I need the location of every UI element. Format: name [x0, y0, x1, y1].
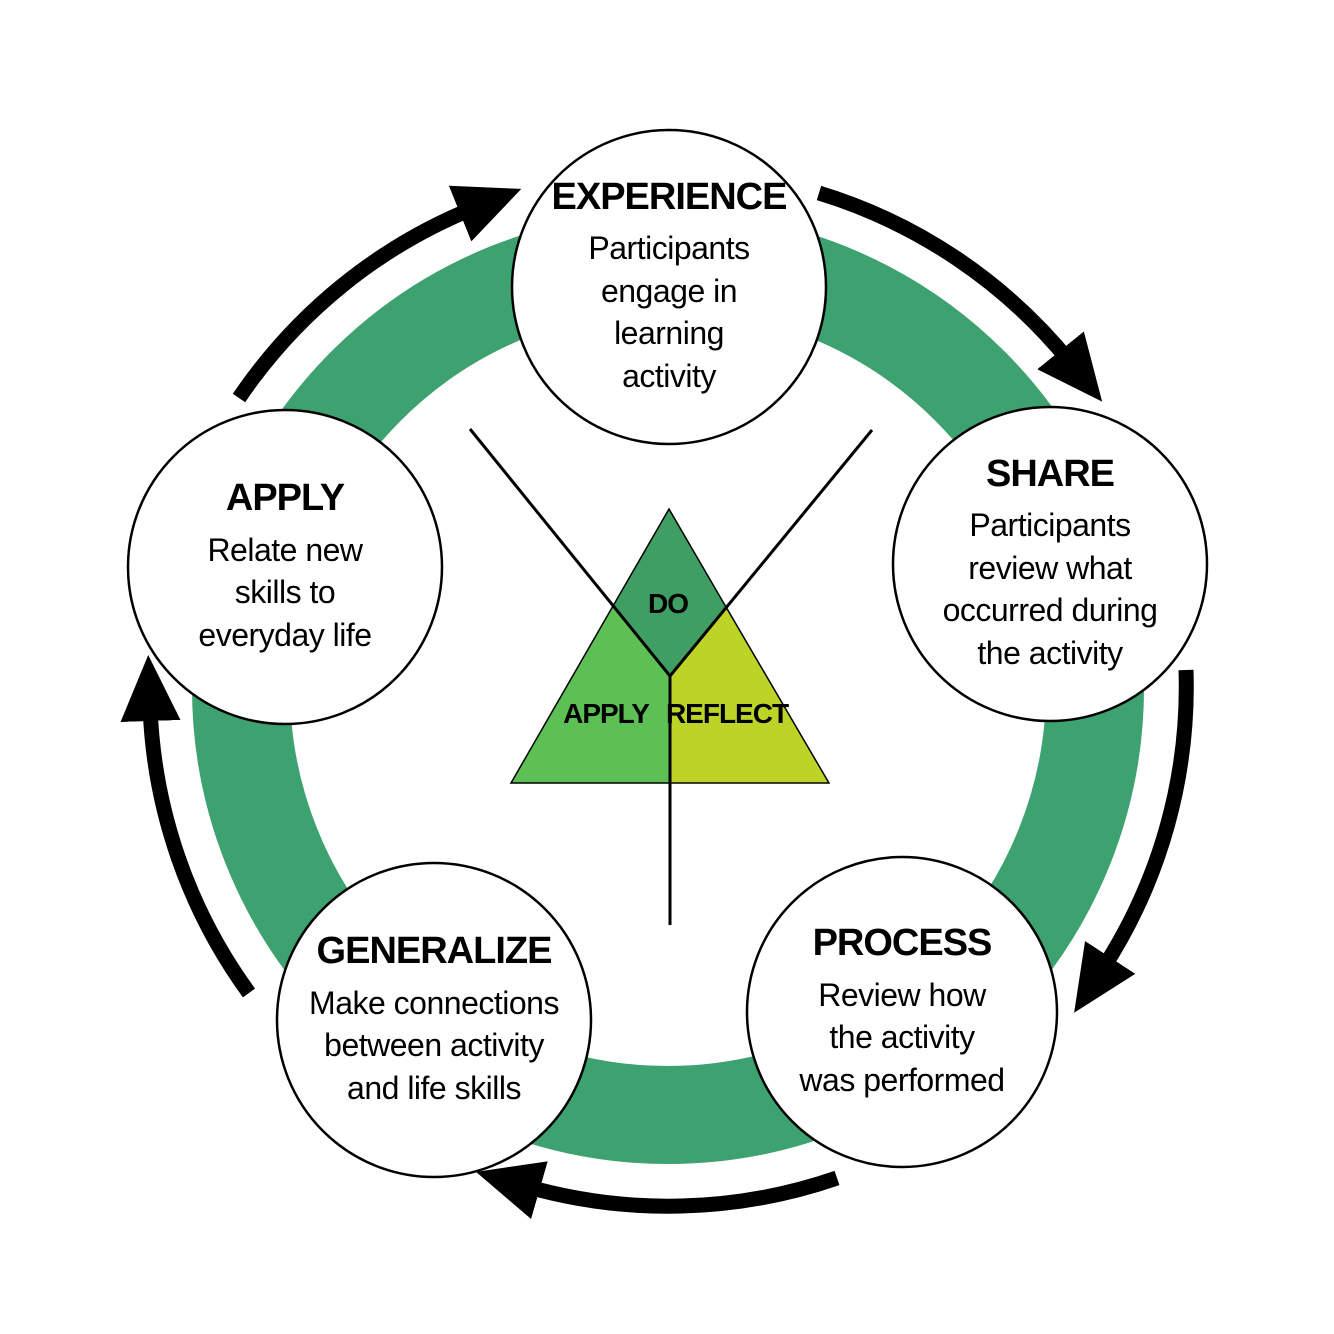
- triangle-reflect-label: REFLECT: [665, 698, 789, 729]
- arrow-share-to-process-icon: [1074, 669, 1194, 1013]
- node-share-title: SHARE: [985, 452, 1115, 495]
- node-apply: APPLY Relate new skills to everyday life: [135, 417, 435, 717]
- node-process-title: PROCESS: [812, 921, 993, 964]
- divider-line-left: [468, 428, 672, 677]
- node-process: PROCESS Review how the activity was perf…: [752, 862, 1052, 1162]
- triangle-apply-label: APPLY: [563, 698, 650, 729]
- divider-line-right: [668, 429, 874, 677]
- node-generalize-title: GENERALIZE: [316, 929, 553, 972]
- circle-process: [745, 855, 1059, 1169]
- node-apply-title: APPLY: [225, 476, 345, 519]
- node-share-description: Participants review what occurred during…: [942, 507, 1158, 671]
- circle-share: [891, 405, 1209, 723]
- arrow-process-to-generalize-icon: [475, 1161, 840, 1219]
- circle-experience: [510, 128, 828, 446]
- arrow-apply-to-experience-icon: [232, 185, 522, 403]
- node-apply-description: Relate new skills to everyday life: [198, 531, 372, 653]
- node-generalize: GENERALIZE Make connections between acti…: [284, 870, 584, 1170]
- arrow-generalize-to-apply-icon: [120, 655, 256, 998]
- node-generalize-description: Make connections between activity and li…: [309, 984, 559, 1106]
- arrow-experience-to-share-icon: [816, 185, 1103, 402]
- node-experience-description: Participants engage in learning activity: [588, 230, 750, 394]
- node-share: SHARE Participants review what occurred …: [900, 414, 1200, 714]
- node-experience-title: EXPERIENCE: [551, 175, 788, 218]
- node-experience: EXPERIENCE Participants engage in learni…: [519, 137, 819, 437]
- node-process-description: Review how the activity was performed: [799, 976, 1005, 1098]
- triangle-do-label: DO: [648, 588, 689, 619]
- circle-apply: [126, 408, 444, 726]
- circle-generalize: [275, 861, 593, 1179]
